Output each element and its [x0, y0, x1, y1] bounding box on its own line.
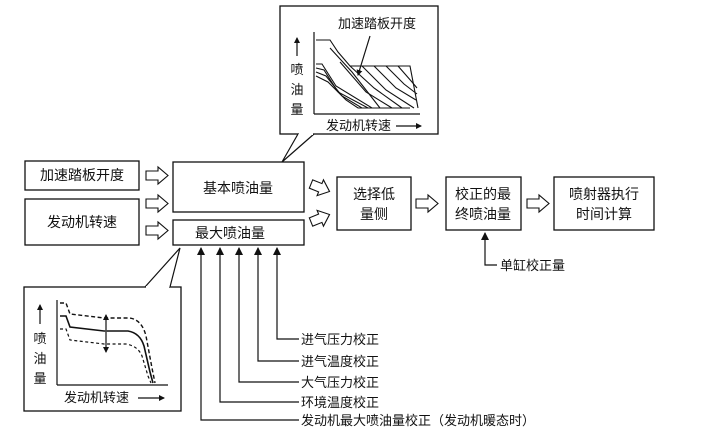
bottom-graph-y-char-3: 量	[33, 372, 46, 387]
top-graph-pointer	[356, 35, 371, 76]
hollow-arrow-icon	[526, 193, 550, 214]
correction-intake-pressure: 进气压力校正	[301, 332, 379, 348]
input-speed-box	[24, 198, 140, 246]
corrected-final-label-1: 校正的最	[455, 186, 511, 203]
select-low-label-2: 量侧	[360, 207, 388, 223]
correction-atm-pressure: 大气压力校正	[301, 375, 379, 391]
top-graph-x-label: 发动机转速	[326, 118, 391, 134]
injector-label-1: 喷射器执行	[569, 187, 639, 203]
injector-block	[553, 176, 655, 231]
bottom-graph-curves	[60, 302, 156, 384]
hollow-arrow-icon	[308, 178, 331, 197]
bottom-graph-y-char-2: 油	[33, 352, 46, 367]
input-pedal-label: 加速踏板开度	[40, 168, 124, 184]
base-quantity-block	[172, 161, 305, 213]
hollow-arrow-icon	[145, 193, 169, 214]
input-speed-label: 发动机转速	[47, 215, 117, 231]
hollow-arrow-icon	[415, 193, 439, 214]
bottom-graph-callout	[23, 247, 182, 412]
hollow-arrow-icon	[145, 220, 169, 241]
correction-arrows	[197, 247, 299, 421]
input-pedal-box	[24, 160, 140, 191]
top-graph-y-char-1: 喷	[290, 63, 303, 78]
top-graph-y-char-2: 油	[290, 83, 303, 98]
top-graph-curve-label: 加速踏板开度	[338, 16, 416, 32]
correction-warm-engine: 发动机最大喷油量校正（发动机暖态时）	[301, 413, 535, 429]
top-graph-y-char-3: 量	[290, 103, 303, 118]
corrected-final-label-2: 终喷油量	[455, 207, 511, 223]
max-quantity-block	[172, 219, 305, 246]
cylinder-correction-label: 单缸校正量	[500, 258, 565, 274]
cylinder-correction-arrow	[481, 232, 497, 266]
corrected-final-block	[445, 176, 522, 231]
bottom-graph-x-label: 发动机转速	[64, 390, 129, 406]
correction-ambient-temp: 环境温度校正	[301, 395, 379, 411]
base-quantity-label: 基本喷油量	[203, 180, 273, 197]
select-low-block	[336, 176, 412, 231]
top-graph-curves	[315, 39, 419, 109]
hollow-arrow-icon	[145, 165, 169, 186]
select-low-label-1: 选择低	[353, 187, 395, 203]
max-quantity-label: 最大喷油量	[195, 226, 265, 242]
injector-label-2: 时间计算	[576, 207, 632, 223]
bottom-graph-y-char-1: 喷	[33, 332, 46, 347]
hollow-arrow-icon	[308, 209, 331, 228]
correction-intake-temp: 进气温度校正	[301, 354, 379, 370]
